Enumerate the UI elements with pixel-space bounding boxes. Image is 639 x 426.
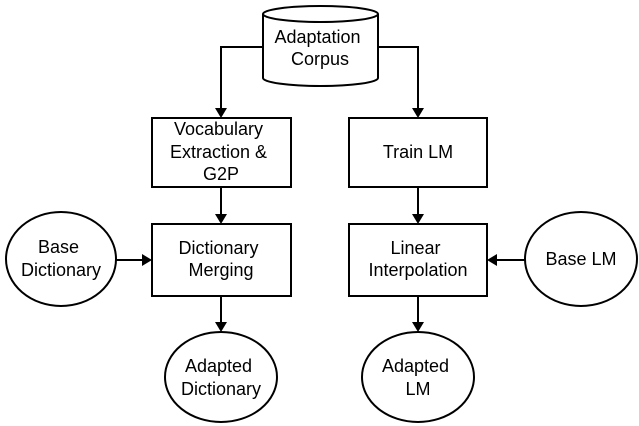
base-dictionary-ellipse: [5, 211, 117, 307]
train-lm-box: [348, 117, 488, 188]
arrowhead-interpolation-top: [412, 214, 424, 224]
svg-text:Adaptation Corpus: Adaptation Corpus: [274, 27, 365, 69]
arrowhead-vocabulary: [215, 108, 227, 118]
adaptation-corpus-label-line2: Corpus: [291, 49, 349, 69]
base-lm-label: Base LM: [545, 249, 616, 269]
database-cylinder-icon: [262, 5, 379, 87]
svg-text:Base Dictionary: Base Dictionary: [21, 237, 101, 280]
svg-text:Adapted LM: Adapted LM: [382, 356, 454, 399]
arrowhead-merging-top: [215, 214, 227, 224]
linear-interpolation-box: [348, 223, 488, 297]
train-lm-label: Train LM: [383, 142, 453, 162]
node-vocabulary-extraction: Vocabulary Extraction & G2P: [151, 117, 292, 188]
arrowhead-interpolation-right: [487, 254, 497, 266]
vocabulary-extraction-box: [151, 117, 292, 188]
dictionary-merging-box: [151, 223, 292, 297]
dictionary-merging-label-line2: Merging: [188, 260, 253, 280]
svg-text:Linear Interpolation: Linear Interpolation: [368, 238, 467, 280]
svg-text:Dictionary Merging: Dictionary Merging: [178, 238, 263, 280]
linear-interpolation-label-line1: Linear: [390, 238, 440, 258]
adapted-dictionary-label-line2: Dictionary: [181, 379, 261, 399]
base-dictionary-label-line1: Base: [38, 237, 79, 257]
arrowhead-adapted-lm: [412, 322, 424, 332]
node-adapted-dictionary: Adapted Dictionary: [164, 331, 278, 423]
node-dictionary-merging: Dictionary Merging: [151, 223, 292, 297]
svg-text:Base LM: Base LM: [545, 249, 616, 269]
adapted-lm-label-line1: Adapted: [382, 356, 449, 376]
node-adapted-lm: Adapted LM: [361, 331, 475, 423]
linear-interpolation-label-line2: Interpolation: [368, 260, 467, 280]
adapted-lm-label-line2: LM: [405, 379, 430, 399]
edge-corpus-to-train-lm: [378, 46, 419, 108]
cylinder-top-rim: [262, 13, 379, 23]
edges: [116, 46, 525, 332]
arrowhead-merging-left: [142, 254, 152, 266]
arrowhead-adapted-dictionary: [215, 322, 227, 332]
vocabulary-extraction-label-line1: Vocabulary: [174, 119, 263, 139]
adaptation-corpus-label-line1: Adaptation: [274, 27, 360, 47]
svg-text:Adapted Dictionary: Adapted Dictionary: [181, 356, 261, 399]
adapted-lm-ellipse: [361, 331, 475, 423]
vocabulary-extraction-label-line2: Extraction &: [170, 142, 267, 162]
adapted-dictionary-label-line1: Adapted: [185, 356, 252, 376]
node-base-dictionary: Base Dictionary: [5, 211, 117, 307]
node-adaptation-corpus: Adaptation Corpus: [262, 5, 379, 87]
svg-text:Vocabulary Extraction &: Vocabulary Extraction & G2P: [170, 119, 272, 184]
edge-corpus-to-vocabulary: [220, 46, 263, 108]
adapted-dictionary-ellipse: [164, 331, 278, 423]
base-lm-ellipse: [524, 211, 638, 307]
svg-text:Train LM: Train LM: [383, 142, 453, 162]
node-linear-interpolation: Linear Interpolation: [348, 223, 488, 297]
vocabulary-extraction-label-line3: G2P: [203, 164, 239, 184]
base-dictionary-label-line2: Dictionary: [21, 260, 101, 280]
node-base-lm: Base LM: [524, 211, 638, 307]
dictionary-merging-label-line1: Dictionary: [178, 238, 258, 258]
node-train-lm: Train LM: [348, 117, 488, 188]
arrowhead-train-lm: [412, 108, 424, 118]
